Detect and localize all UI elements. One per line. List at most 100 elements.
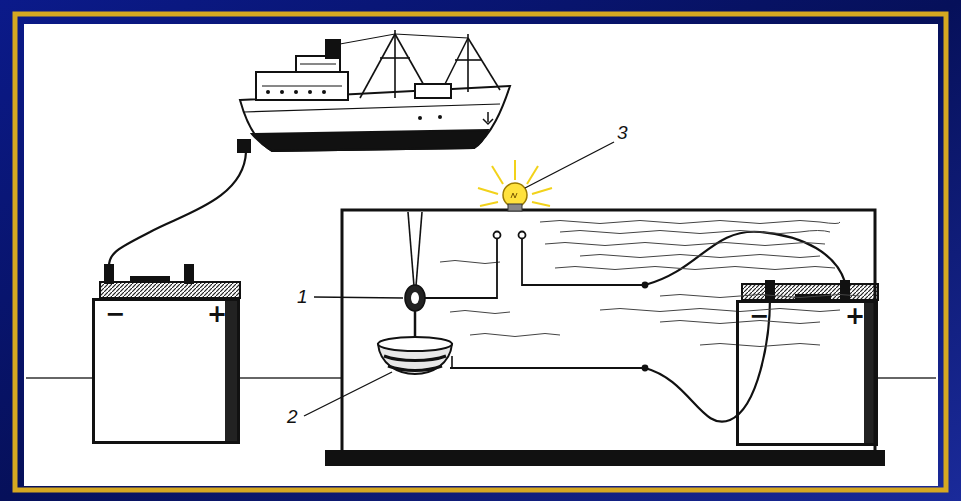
- ship: [438, 115, 442, 119]
- ship: [300, 64, 336, 65]
- lamp: [503, 183, 527, 207]
- tank: [342, 210, 875, 452]
- water: [440, 261, 500, 264]
- tank: [325, 210, 885, 466]
- water: [660, 321, 820, 324]
- ship: [262, 86, 342, 87]
- dish: [378, 337, 452, 351]
- ground-line: [240, 377, 342, 379]
- ship: [360, 34, 395, 98]
- ground-line: [26, 377, 936, 379]
- ship: [467, 34, 469, 92]
- ship: [238, 140, 250, 152]
- polarity-sign: −: [749, 303, 769, 329]
- ship: [418, 116, 422, 120]
- lamp: [514, 160, 516, 180]
- dish: [451, 356, 453, 368]
- water: [450, 311, 510, 314]
- lamp: [532, 188, 552, 194]
- water: [540, 221, 840, 224]
- leader-line: [314, 297, 403, 298]
- electrode: [416, 212, 422, 286]
- leader-line: [304, 142, 614, 416]
- dish: [388, 366, 442, 371]
- ship: [256, 72, 348, 100]
- dish: [378, 337, 452, 374]
- wires: [522, 238, 645, 285]
- battery-right: [840, 280, 850, 300]
- lamp: [478, 160, 552, 206]
- ship: [294, 90, 298, 94]
- lamp: [492, 166, 503, 184]
- ship: [455, 59, 482, 61]
- frame: [15, 14, 946, 490]
- lamp: [478, 188, 498, 194]
- wires: [643, 366, 648, 371]
- leader-line: [304, 372, 392, 416]
- polarity-sign: −: [105, 301, 125, 327]
- battery: −+: [736, 300, 878, 446]
- water: [580, 255, 820, 258]
- lamp: [480, 202, 498, 206]
- water: [700, 344, 820, 347]
- ship: [244, 104, 500, 112]
- electrode: [405, 212, 425, 346]
- callout-number: 3: [617, 122, 628, 144]
- battery-left: [100, 282, 240, 298]
- water: [560, 231, 830, 234]
- tank: [325, 450, 885, 466]
- ship: [340, 34, 395, 44]
- water: [660, 295, 860, 298]
- battery-left: [100, 264, 240, 444]
- water: [470, 334, 560, 337]
- water: [600, 309, 840, 312]
- ground-line: [878, 377, 936, 379]
- wires: [425, 238, 497, 298]
- ground-line: [26, 377, 92, 379]
- frame: [24, 24, 938, 486]
- ship: [468, 38, 500, 90]
- wires: [643, 283, 648, 288]
- ship: [238, 30, 510, 152]
- battery-left: [104, 264, 114, 284]
- ship: [483, 112, 493, 124]
- ship: [380, 57, 410, 59]
- battery: −+: [92, 298, 240, 444]
- battery-right: [765, 280, 775, 300]
- ship: [262, 64, 342, 86]
- wires: [425, 232, 648, 371]
- ship: [394, 30, 396, 98]
- ship: [252, 130, 488, 151]
- ship: [322, 90, 326, 94]
- callout-number: 1: [297, 286, 308, 308]
- polarity-sign: +: [845, 303, 865, 329]
- cable: [645, 232, 845, 285]
- battery-right: [742, 280, 878, 446]
- callout-number: 2: [287, 406, 298, 428]
- lamp: [532, 202, 550, 206]
- electrode: [411, 292, 419, 304]
- wires: [519, 232, 526, 239]
- dish: [384, 356, 446, 361]
- wires: [494, 232, 501, 239]
- ship: [340, 30, 500, 98]
- water: [440, 221, 860, 347]
- ship: [415, 84, 451, 98]
- battery-left: [130, 276, 170, 282]
- water: [555, 267, 835, 270]
- leader-line: [525, 142, 614, 188]
- ship: [395, 34, 468, 38]
- water: [545, 243, 825, 246]
- lamp: [508, 204, 522, 211]
- wires: [450, 367, 645, 369]
- electrode: [405, 285, 425, 311]
- lamp: [527, 166, 538, 184]
- ship: [308, 90, 312, 94]
- cable: [645, 298, 770, 422]
- polarity-sign: +: [207, 301, 227, 327]
- cable: [109, 152, 246, 268]
